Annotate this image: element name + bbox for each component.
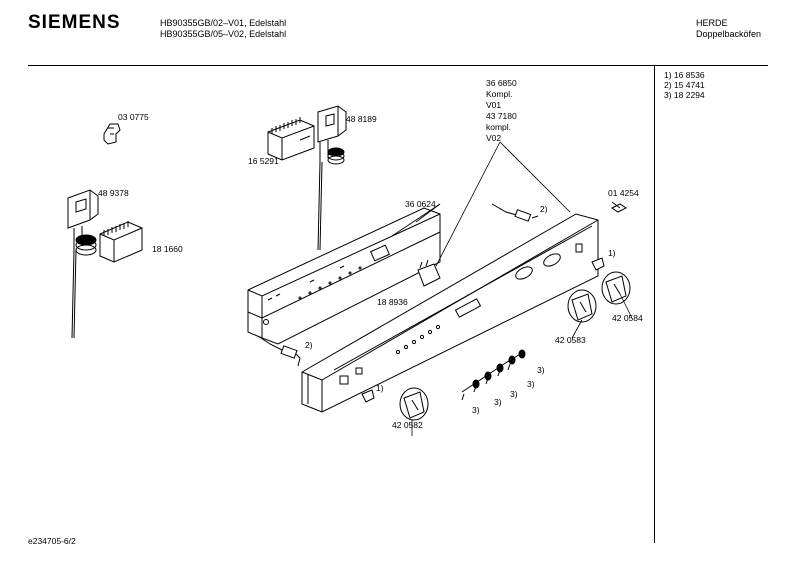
label-181660: 18 1660 (152, 244, 183, 254)
callout-3-b: 3) (527, 379, 535, 389)
callout-3-c: 3) (510, 389, 518, 399)
callout-1-bottom: 1) (376, 383, 384, 393)
knob-420582 (399, 387, 429, 421)
label-420582: 42 0582 (392, 420, 423, 430)
label-188936: 18 8936 (377, 297, 408, 307)
part-clip-right (591, 257, 605, 271)
subcategory-title: Doppelbacköfen (696, 29, 762, 39)
label-488189: 48 8189 (346, 114, 377, 124)
part-014254 (611, 203, 627, 213)
brand-logo: SIEMENS (28, 12, 121, 33)
part-connector-top (491, 203, 539, 222)
callout-2-top: 2) (540, 204, 548, 214)
document-id: e234705-6/2 (28, 536, 76, 546)
sidebar-divider (654, 65, 655, 543)
knob-420584 (601, 271, 631, 305)
label-kit-4: 43 7180 (486, 111, 517, 121)
callout-3-d: 3) (494, 397, 502, 407)
label-030775: 03 0775 (118, 112, 149, 122)
footnote-2: 2) 15 4741 (664, 80, 705, 90)
part-thermostat-488189 (317, 105, 347, 251)
label-165291: 16 5291 (248, 156, 279, 166)
model-line-1: HB90355GB/02–V01, Edelstahl (160, 18, 287, 28)
label-360624: 36 0624 (405, 199, 436, 209)
label-kit-2: Kompl. (486, 89, 513, 99)
callout-2-left: 2) (305, 340, 313, 350)
footnote-1: 1) 16 8536 (664, 70, 705, 80)
knob-420583 (567, 289, 597, 323)
label-kit-1: 36 6850 (486, 78, 517, 88)
label-420583: 42 0583 (555, 335, 586, 345)
part-clip-030775 (103, 123, 121, 145)
push-buttons (461, 349, 526, 401)
part-switch-181660 (99, 221, 143, 263)
part-clip-bottom (361, 389, 375, 403)
label-kit-6: V02 (486, 133, 502, 143)
part-switch-165291 (267, 117, 315, 161)
leader-lines (391, 141, 633, 436)
model-line-2: HB90355GB/05–V02, Edelstahl (160, 29, 287, 39)
footnote-3: 3) 18 2294 (664, 90, 705, 100)
label-420584: 42 0584 (612, 313, 643, 323)
part-connector-left (257, 335, 301, 367)
part-control-panel (301, 213, 599, 413)
label-kit-5: kompl. (486, 122, 512, 132)
callout-1-right: 1) (608, 248, 616, 258)
callout-3-a: 3) (537, 365, 545, 375)
label-kit-3: V01 (486, 100, 502, 110)
label-489378: 48 9378 (98, 188, 129, 198)
part-thermostat-489378 (67, 189, 99, 339)
label-014254: 01 4254 (608, 188, 639, 198)
category-title: HERDE (696, 18, 728, 28)
part-board-188936 (417, 259, 441, 287)
callout-3-e: 3) (472, 405, 480, 415)
header-divider (28, 65, 768, 66)
part-frame-360624 (247, 207, 441, 345)
